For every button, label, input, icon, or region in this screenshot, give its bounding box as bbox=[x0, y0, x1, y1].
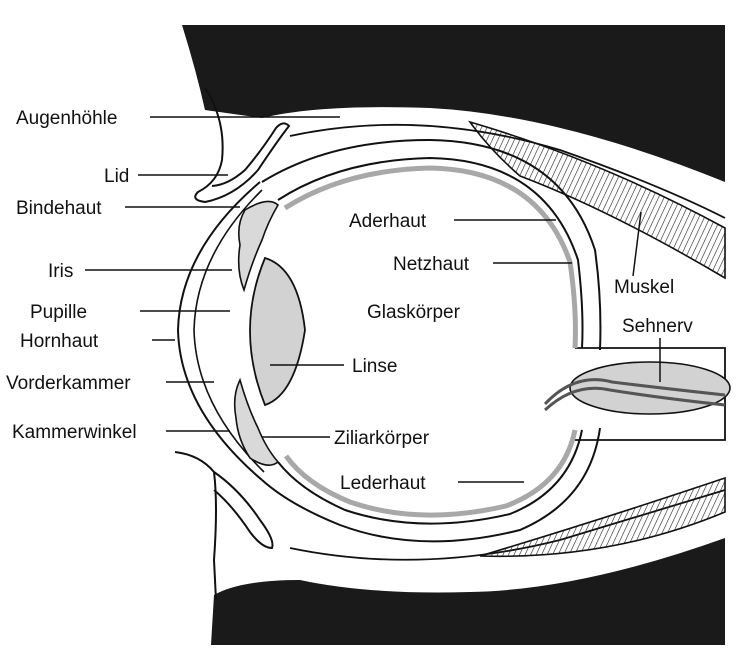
leader-muskel bbox=[632, 211, 642, 277]
label-linse: Linse bbox=[352, 356, 397, 377]
choroid bbox=[277, 156, 584, 525]
label-kammerwinkel: Kammerwinkel bbox=[12, 422, 137, 443]
retina bbox=[283, 165, 578, 518]
orbit-tissue-outline bbox=[289, 123, 726, 219]
label-glaskoerper: Glaskörper bbox=[367, 302, 461, 323]
ciliary-body-upper bbox=[237, 200, 280, 293]
label-muskel: Muskel bbox=[614, 277, 674, 298]
ciliary-body-lower bbox=[233, 377, 280, 466]
sclera bbox=[261, 138, 602, 543]
cornea-inner bbox=[193, 189, 265, 473]
lower-eyelid bbox=[174, 451, 274, 601]
label-lederhaut: Lederhaut bbox=[340, 473, 426, 494]
upper-eyelid bbox=[194, 87, 291, 204]
central-vessels bbox=[543, 378, 726, 412]
label-iris: Iris bbox=[48, 261, 73, 282]
label-aderhaut: Aderhaut bbox=[349, 211, 427, 232]
label-vorderkammer: Vorderkammer bbox=[6, 373, 131, 394]
orbit-bone-lower bbox=[211, 538, 725, 645]
label-pupille: Pupille bbox=[30, 302, 87, 323]
cornea bbox=[176, 181, 263, 481]
label-augenhoehle: Augenhöhle bbox=[16, 108, 117, 129]
upper-eye-muscle bbox=[468, 120, 726, 280]
label-hornhaut: Hornhaut bbox=[20, 331, 99, 352]
orbit-bone-upper bbox=[182, 25, 725, 182]
lens bbox=[249, 256, 306, 407]
label-netzhaut: Netzhaut bbox=[393, 254, 470, 275]
leader-lines bbox=[85, 116, 661, 483]
label-lid: Lid bbox=[104, 166, 129, 187]
lower-eye-muscle bbox=[479, 476, 726, 558]
label-ziliarkoerper: Ziliarkörper bbox=[334, 428, 430, 449]
label-sehnerv: Sehnerv bbox=[622, 316, 693, 337]
label-bindehaut: Bindehaut bbox=[16, 198, 102, 219]
